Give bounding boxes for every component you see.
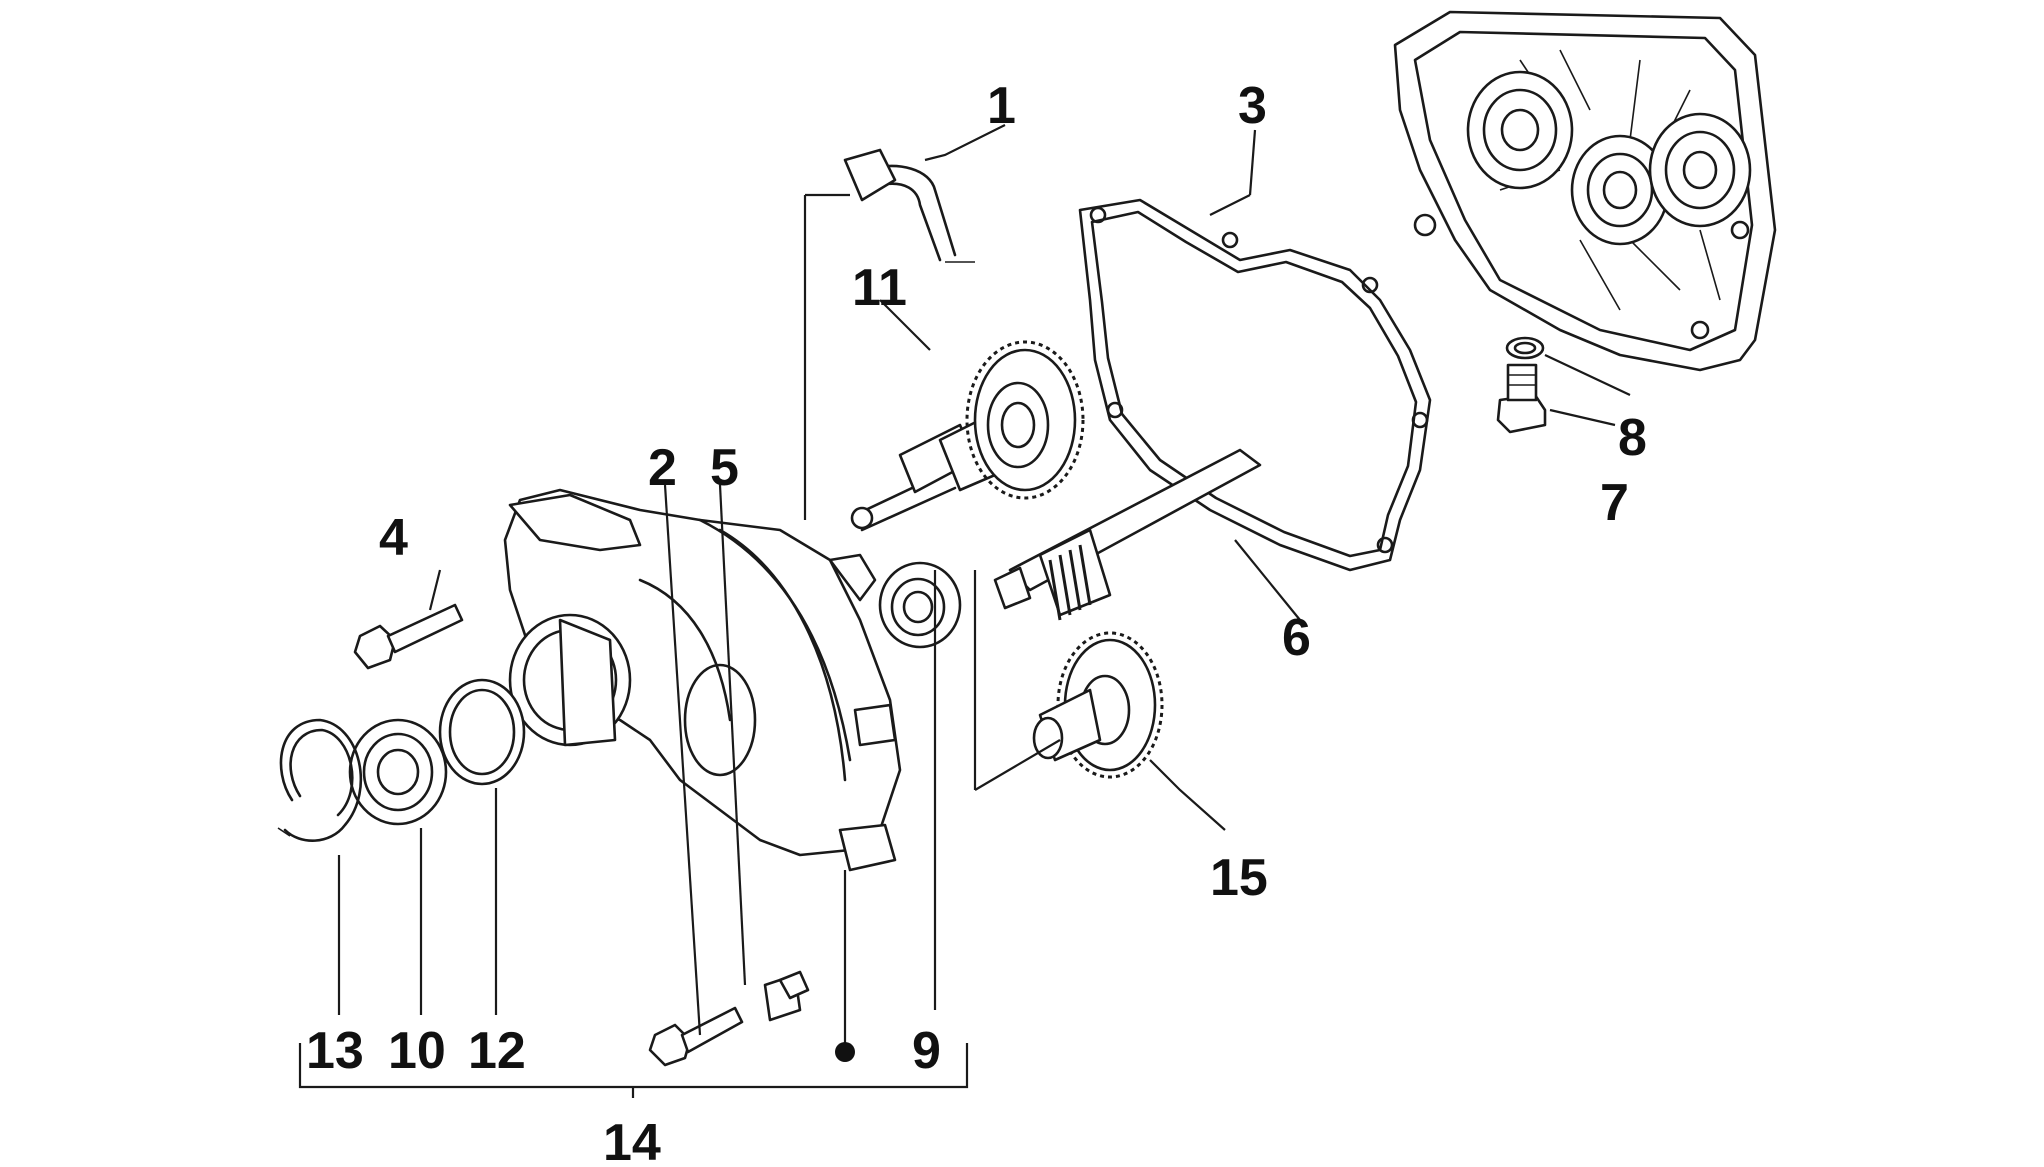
callout-14: 14	[603, 1114, 661, 1167]
o-ring-12	[438, 678, 526, 786]
gear-15	[1032, 631, 1164, 779]
callout-2: 2	[648, 439, 677, 497]
callout-1: 1	[987, 77, 1016, 135]
circlip-13	[277, 718, 363, 842]
gasket	[1078, 198, 1432, 572]
callout-12: 12	[468, 1022, 526, 1080]
callout-10: 10	[388, 1022, 446, 1080]
crankcase-housing	[1393, 10, 1777, 372]
housing-bearing-top	[1466, 70, 1574, 190]
drain-plug-7	[1496, 363, 1547, 434]
callout-3: 3	[1238, 77, 1267, 135]
block-5	[763, 970, 810, 1022]
main-shaft-6	[993, 448, 1262, 621]
callout-8: 8	[1618, 409, 1647, 467]
callout-5: 5	[710, 439, 739, 497]
callout-15: 15	[1210, 849, 1268, 907]
callout-7: 7	[1600, 474, 1629, 532]
housing-bearing-right	[1648, 112, 1752, 228]
callout-4: 4	[379, 509, 408, 567]
washer-8	[1505, 336, 1545, 360]
transmission-cover	[503, 488, 902, 872]
gear-shaft-11	[850, 340, 1085, 532]
breather-hose-1	[843, 148, 975, 263]
bolt-4	[353, 603, 464, 670]
callout-6: 6	[1282, 609, 1311, 667]
cover-seal-housing	[508, 613, 632, 747]
leader-lines	[298, 124, 1631, 1098]
callout-9: 9	[912, 1022, 941, 1080]
reference-dot	[835, 1042, 855, 1062]
callout-11: 11	[852, 259, 907, 317]
bearing-9	[878, 561, 962, 649]
callout-13: 13	[306, 1022, 364, 1080]
bearing-10	[348, 718, 448, 826]
housing-bearing-middle	[1570, 134, 1670, 246]
bolt-2	[648, 1006, 744, 1067]
